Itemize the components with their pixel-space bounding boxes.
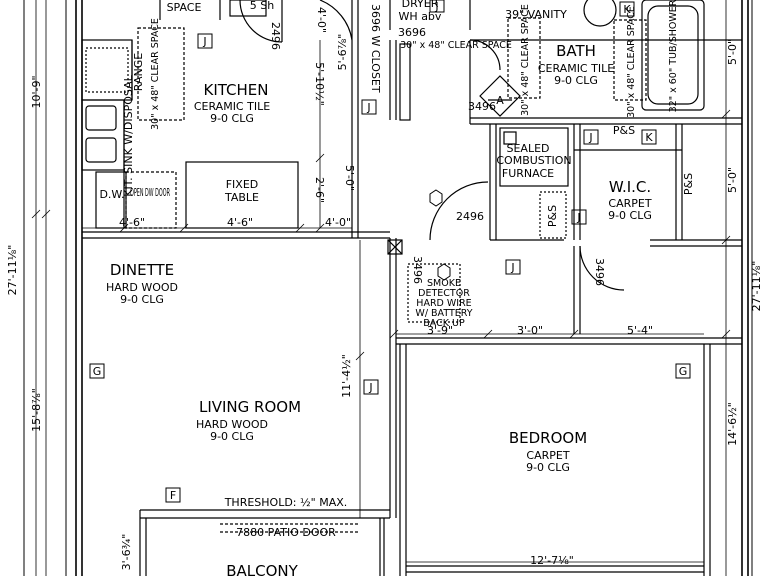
dim-top-4: 4'-0"	[315, 7, 328, 33]
dim-kitchen-w1: 4'-6"	[119, 216, 145, 229]
smoke-label-2: DETECTOR	[418, 288, 470, 299]
dinette-finish: HARD WOOD	[106, 281, 178, 294]
dryer-label: DRYER	[402, 0, 439, 10]
bath-area	[469, 0, 742, 125]
tag-a-1: A	[496, 94, 504, 107]
bedroom-name: BEDROOM	[509, 429, 587, 447]
smoke-label-5: BACK UP	[423, 318, 465, 329]
closet-walls	[239, 0, 471, 238]
bath-name: BATH	[556, 42, 596, 60]
furnace-label-2: COMBUSTION	[496, 154, 571, 167]
tag-j-1: J	[202, 35, 206, 48]
balcony-area	[139, 509, 704, 576]
kitchen-name: KITCHEN	[204, 81, 269, 99]
tag-markers	[89, 0, 691, 503]
fixed-table-label-2: TABLE	[224, 191, 259, 204]
wic-name: W.I.C.	[609, 178, 651, 196]
dim-w-30: 3'-0"	[517, 324, 543, 337]
dim-hall-h: 11'-4½"	[340, 354, 353, 398]
living-name: LIVING ROOM	[199, 398, 301, 416]
smoke-label-3: HARD WIRE	[416, 298, 471, 309]
dim-bed-w: 12'-7⅛"	[530, 554, 574, 567]
door-3496-wic: 3496	[593, 258, 606, 286]
dimension-lines	[31, 0, 731, 576]
bath-finish: CERAMIC TILE	[538, 62, 614, 75]
dim-kitchen-h1: 5'-10½"	[313, 62, 326, 106]
tub-label: 32" x 60" TUB/SHOWER	[668, 0, 679, 112]
living-ceiling: 9-0 CLG	[210, 430, 254, 443]
closet-label: 3696 W CLOSET	[369, 4, 382, 93]
vanity-label: 39" VANITY	[505, 8, 567, 21]
dim-left-total: 27'-11⅛"	[6, 245, 19, 296]
fixed-table-label-1: FIXED	[226, 178, 259, 191]
dim-right-bed: 14'-6½"	[726, 402, 739, 446]
furnace-label-1: SEALED	[506, 142, 549, 155]
tag-k-2: K	[645, 131, 653, 144]
bedroom-finish: CARPET	[526, 449, 569, 462]
dim-right-total: 27'-11⅛"	[750, 261, 763, 312]
mechanical-area	[429, 124, 742, 334]
tag-j-3: J	[434, 0, 438, 13]
dim-left-bot: 3'-6¾"	[120, 534, 133, 571]
dim-right-5b: 5'-0"	[726, 167, 739, 193]
tag-j-5: J	[576, 211, 580, 224]
clear-space-bath-2: 30" x 48" CLEAR SPACE	[626, 6, 637, 118]
dim-kitchen-w2: 4'-6"	[227, 216, 253, 229]
door-3496-bath: 3496	[468, 100, 496, 113]
open-dw-label: OPEN DW DOOR	[130, 186, 170, 199]
ps-label-2: P&S	[546, 205, 559, 227]
dishwasher-label: D.W.	[99, 188, 124, 201]
dim-kitchen-h3: 5'-0"	[343, 165, 356, 191]
dim-kitchen-h2: 2'-6"	[313, 177, 326, 203]
patio-door-label: 7880 PATIO DOOR	[236, 526, 336, 539]
ps-label-1: P&S	[613, 124, 635, 137]
wic-ceiling: 9-0 CLG	[608, 209, 652, 222]
wic-finish: CARPET	[608, 197, 651, 210]
dinette-name: DINETTE	[110, 261, 174, 279]
dim-left-top: 10'-9"	[30, 75, 43, 108]
tag-g-2: G	[679, 365, 688, 378]
tag-k-1: K	[623, 3, 631, 16]
space-label: SPACE	[167, 1, 202, 14]
clear-space-kitchen: 30" x 48" CLEAR SPACE	[150, 18, 161, 130]
dim-w-39: 3'-9"	[427, 324, 453, 337]
ps-label-3: P&S	[682, 173, 695, 195]
dim-right-5a: 5'-0"	[726, 39, 739, 65]
range-label: RANGE	[132, 53, 145, 91]
bedroom-ceiling: 9-0 CLG	[526, 461, 570, 474]
furnace-label-3: FURNACE	[502, 167, 554, 180]
dim-kitchen-w3: 4'-0"	[325, 216, 351, 229]
clear-space-bath-1: 30" x 48" CLEAR SPACE	[520, 4, 531, 116]
shelf-label: 5 Sh	[250, 0, 274, 12]
dim-bath-5: 5'-6⅞"	[336, 34, 349, 71]
tag-j-2: J	[366, 101, 370, 114]
threshold-label: THRESHOLD: ½" MAX.	[224, 496, 348, 509]
dim-left-mid: 15'-8⅞"	[30, 388, 43, 432]
tag-j-6: J	[510, 261, 514, 274]
balcony-name: BALCONY	[226, 562, 298, 576]
clear-space-laundry: 30" x 48" CLEAR SPACE	[400, 40, 512, 51]
living-walls	[387, 238, 742, 576]
tag-j-7: J	[368, 381, 372, 394]
door-3696-label: 3696	[398, 26, 426, 39]
tag-g-1: G	[93, 365, 102, 378]
kitchen-finish: CERAMIC TILE	[194, 100, 270, 113]
smoke-label-4: W/ BATTERY	[415, 308, 472, 319]
tag-f-1: F	[170, 489, 176, 502]
sink-label: KIT. SINK W/DISPOSAL	[122, 74, 135, 196]
door-2496-furnace: 2496	[456, 210, 484, 223]
dim-w-54: 5'-4"	[627, 324, 653, 337]
kitchen-ceiling: 9-0 CLG	[210, 112, 254, 125]
door-3496-hall: 3496	[411, 256, 424, 284]
bath-ceiling: 9-0 CLG	[554, 74, 598, 87]
door-2496-kitchen: 2496	[269, 22, 282, 50]
smoke-label-1: SMOKE	[427, 278, 461, 289]
tag-j-4: J	[588, 131, 592, 144]
water-heater-label: WH abv	[399, 10, 442, 23]
dinette-ceiling: 9-0 CLG	[120, 293, 164, 306]
living-finish: HARD WOOD	[196, 418, 268, 431]
